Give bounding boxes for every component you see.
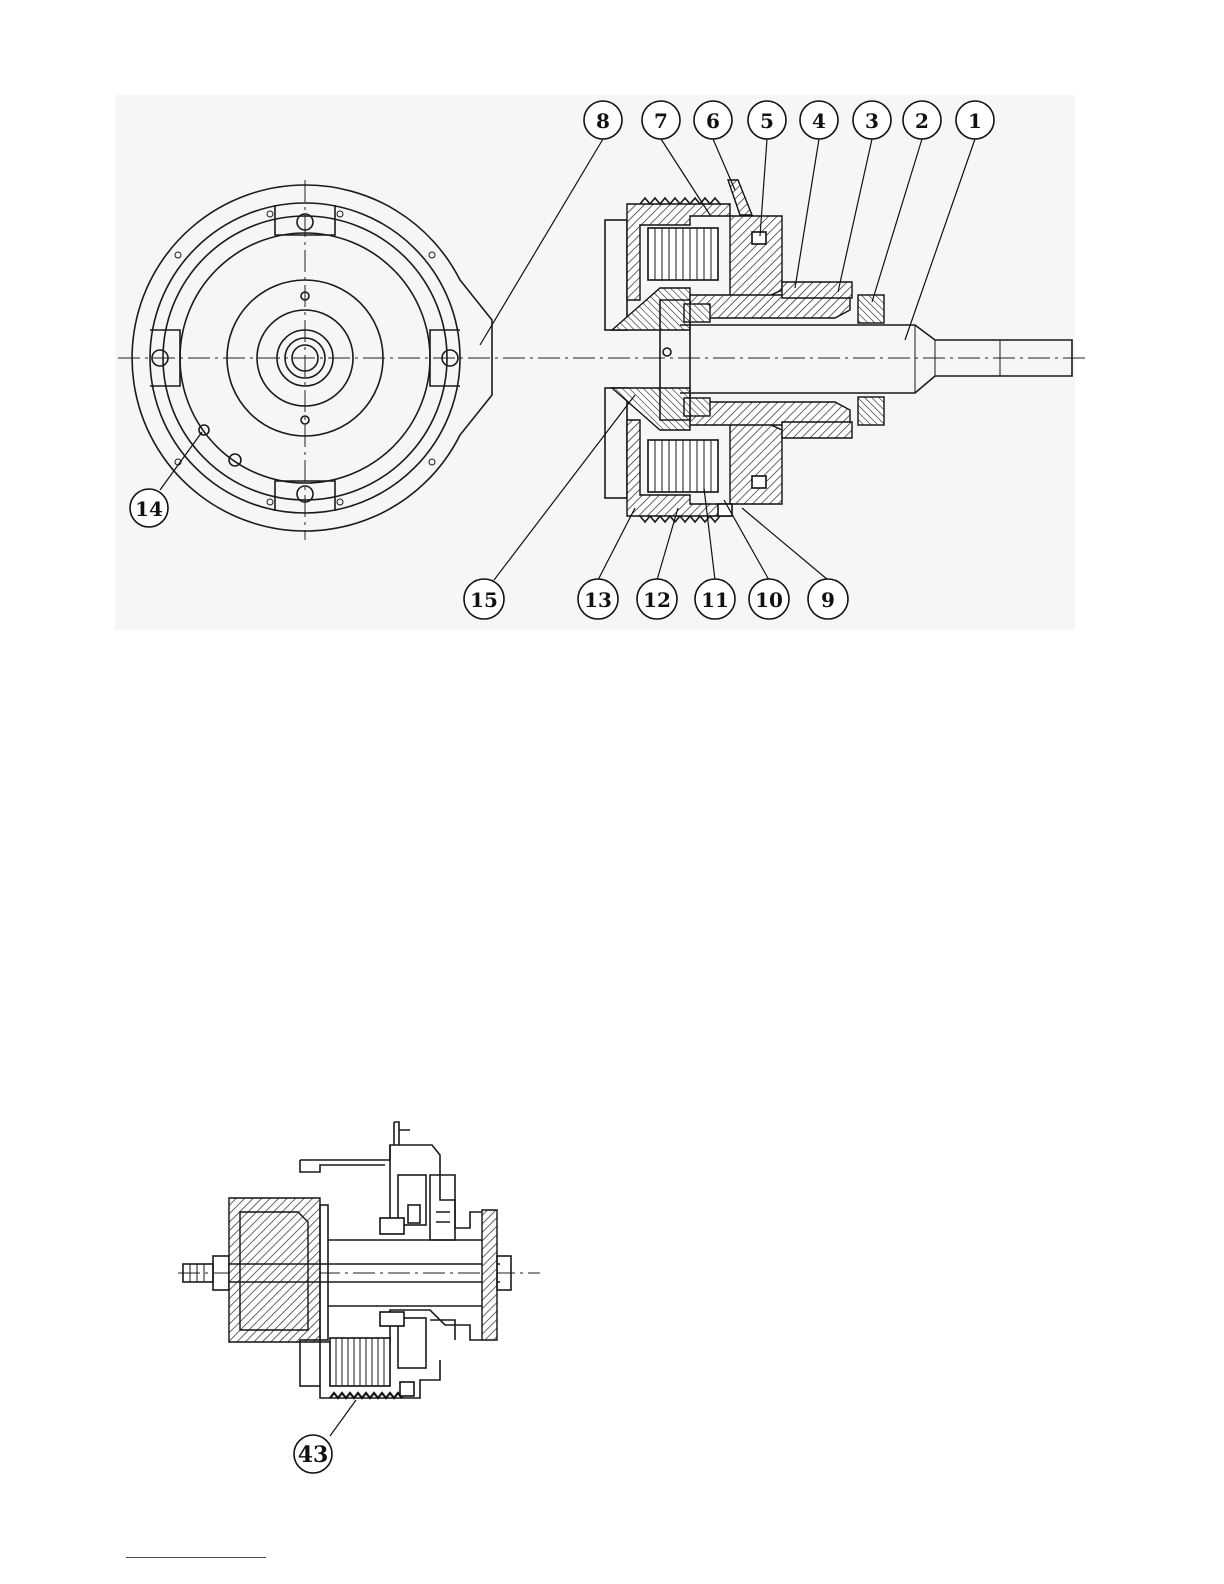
callout-label: 1 [968, 109, 982, 133]
callout-7: 7 [642, 101, 680, 139]
callout-12: 12 [637, 579, 677, 619]
callout-3: 3 [853, 101, 891, 139]
bottom-assembly [178, 1122, 540, 1436]
disc-pack-lower [648, 440, 718, 492]
callout-8: 8 [584, 101, 622, 139]
callout-label: 43 [298, 1442, 329, 1468]
callout-6: 6 [694, 101, 732, 139]
callout-label: 6 [706, 109, 720, 133]
callout-5: 5 [748, 101, 786, 139]
footnote-rule [126, 1557, 266, 1558]
callout-9: 9 [808, 579, 848, 619]
callout-15: 15 [464, 579, 504, 619]
callout-label: 11 [701, 588, 729, 612]
callout-label: 10 [755, 588, 783, 612]
callout-2: 2 [903, 101, 941, 139]
callout-label: 9 [821, 588, 835, 612]
callout-10: 10 [749, 579, 789, 619]
callout-11: 11 [695, 579, 735, 619]
callout-label: 12 [643, 588, 671, 612]
top-figure-panel [115, 95, 1075, 630]
callout-13: 13 [578, 579, 618, 619]
callout-label: 7 [654, 109, 668, 133]
callout-label: 5 [760, 109, 774, 133]
callout-label: 3 [865, 109, 879, 133]
disc-pack-upper [648, 228, 718, 280]
callout-1: 1 [956, 101, 994, 139]
callout-4: 4 [800, 101, 838, 139]
callout-43: 43 [294, 1435, 332, 1473]
callout-label: 4 [812, 109, 826, 133]
callout-label: 2 [915, 109, 929, 133]
callout-14: 14 [130, 489, 168, 527]
callout-label: 15 [470, 588, 498, 612]
callout-label: 8 [596, 109, 610, 133]
callout-label: 13 [584, 588, 612, 612]
callout-label: 14 [135, 497, 163, 521]
